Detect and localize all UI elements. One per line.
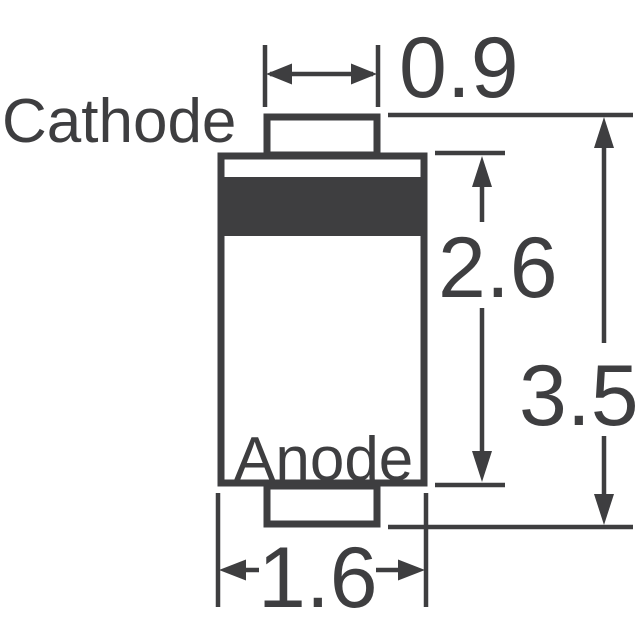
dim-value-terminal-width: 0.9 bbox=[399, 20, 519, 116]
cathode-terminal-tab bbox=[263, 113, 381, 159]
arrowhead-up-icon bbox=[472, 156, 492, 187]
cathode-label: Cathode bbox=[2, 87, 236, 156]
dim-body-length: 2.6 bbox=[435, 150, 558, 488]
arrowhead-down-icon bbox=[472, 451, 492, 482]
arrowhead-right-icon bbox=[351, 63, 377, 85]
dim-body-width: 1.6 bbox=[215, 493, 429, 626]
dim-value-body-width: 1.6 bbox=[258, 530, 378, 626]
arrowhead-up-icon bbox=[594, 117, 614, 148]
arrowhead-right-icon bbox=[398, 559, 425, 581]
anode-terminal-tab bbox=[263, 482, 381, 528]
dim-value-overall-length: 3.5 bbox=[519, 348, 639, 444]
arrowhead-down-icon bbox=[594, 494, 614, 525]
arrowhead-left-icon bbox=[219, 559, 246, 581]
dim-value-body-length: 2.6 bbox=[438, 220, 558, 316]
anode-label: Anode bbox=[234, 425, 413, 494]
dim-terminal-width: 0.9 bbox=[262, 20, 519, 116]
dim-overall-length: 3.5 bbox=[388, 112, 639, 530]
arrowhead-left-icon bbox=[266, 63, 292, 85]
cathode-band bbox=[217, 177, 428, 236]
